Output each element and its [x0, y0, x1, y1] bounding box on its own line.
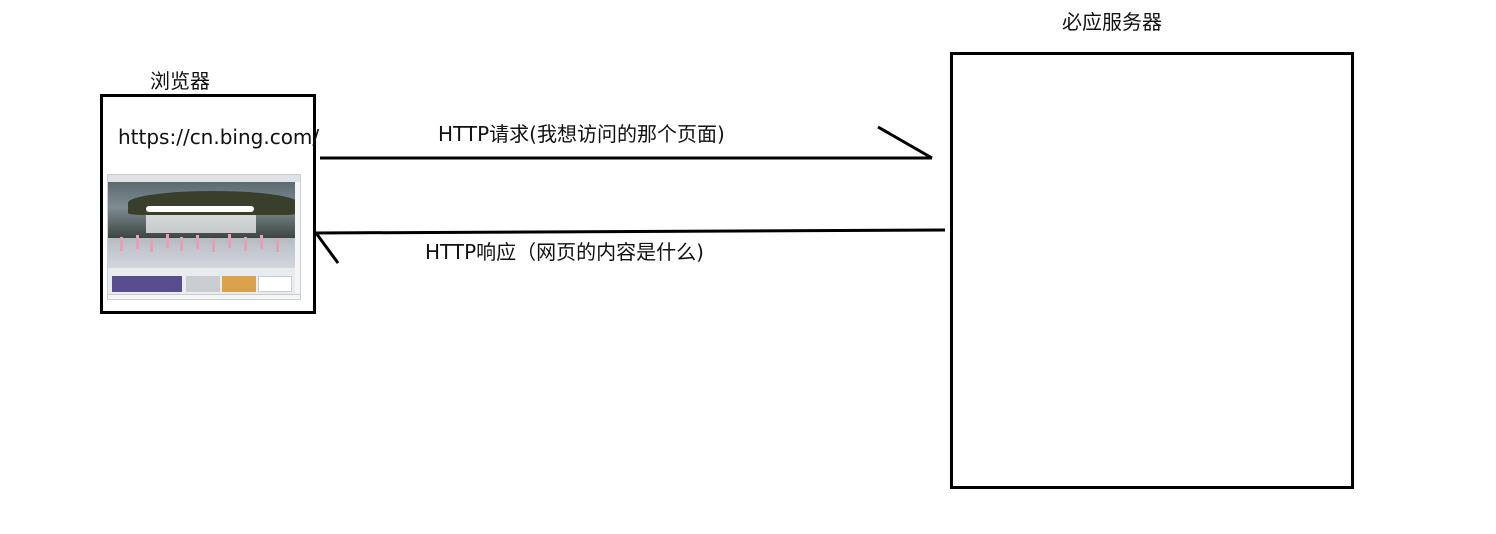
- response-arrow-line: [316, 230, 945, 233]
- response-label: HTTP响应（网页的内容是什么): [425, 242, 704, 262]
- request-label: HTTP请求(我想访问的那个页面): [438, 124, 725, 144]
- request-arrowhead: [878, 127, 932, 158]
- response-arrowhead: [316, 233, 338, 263]
